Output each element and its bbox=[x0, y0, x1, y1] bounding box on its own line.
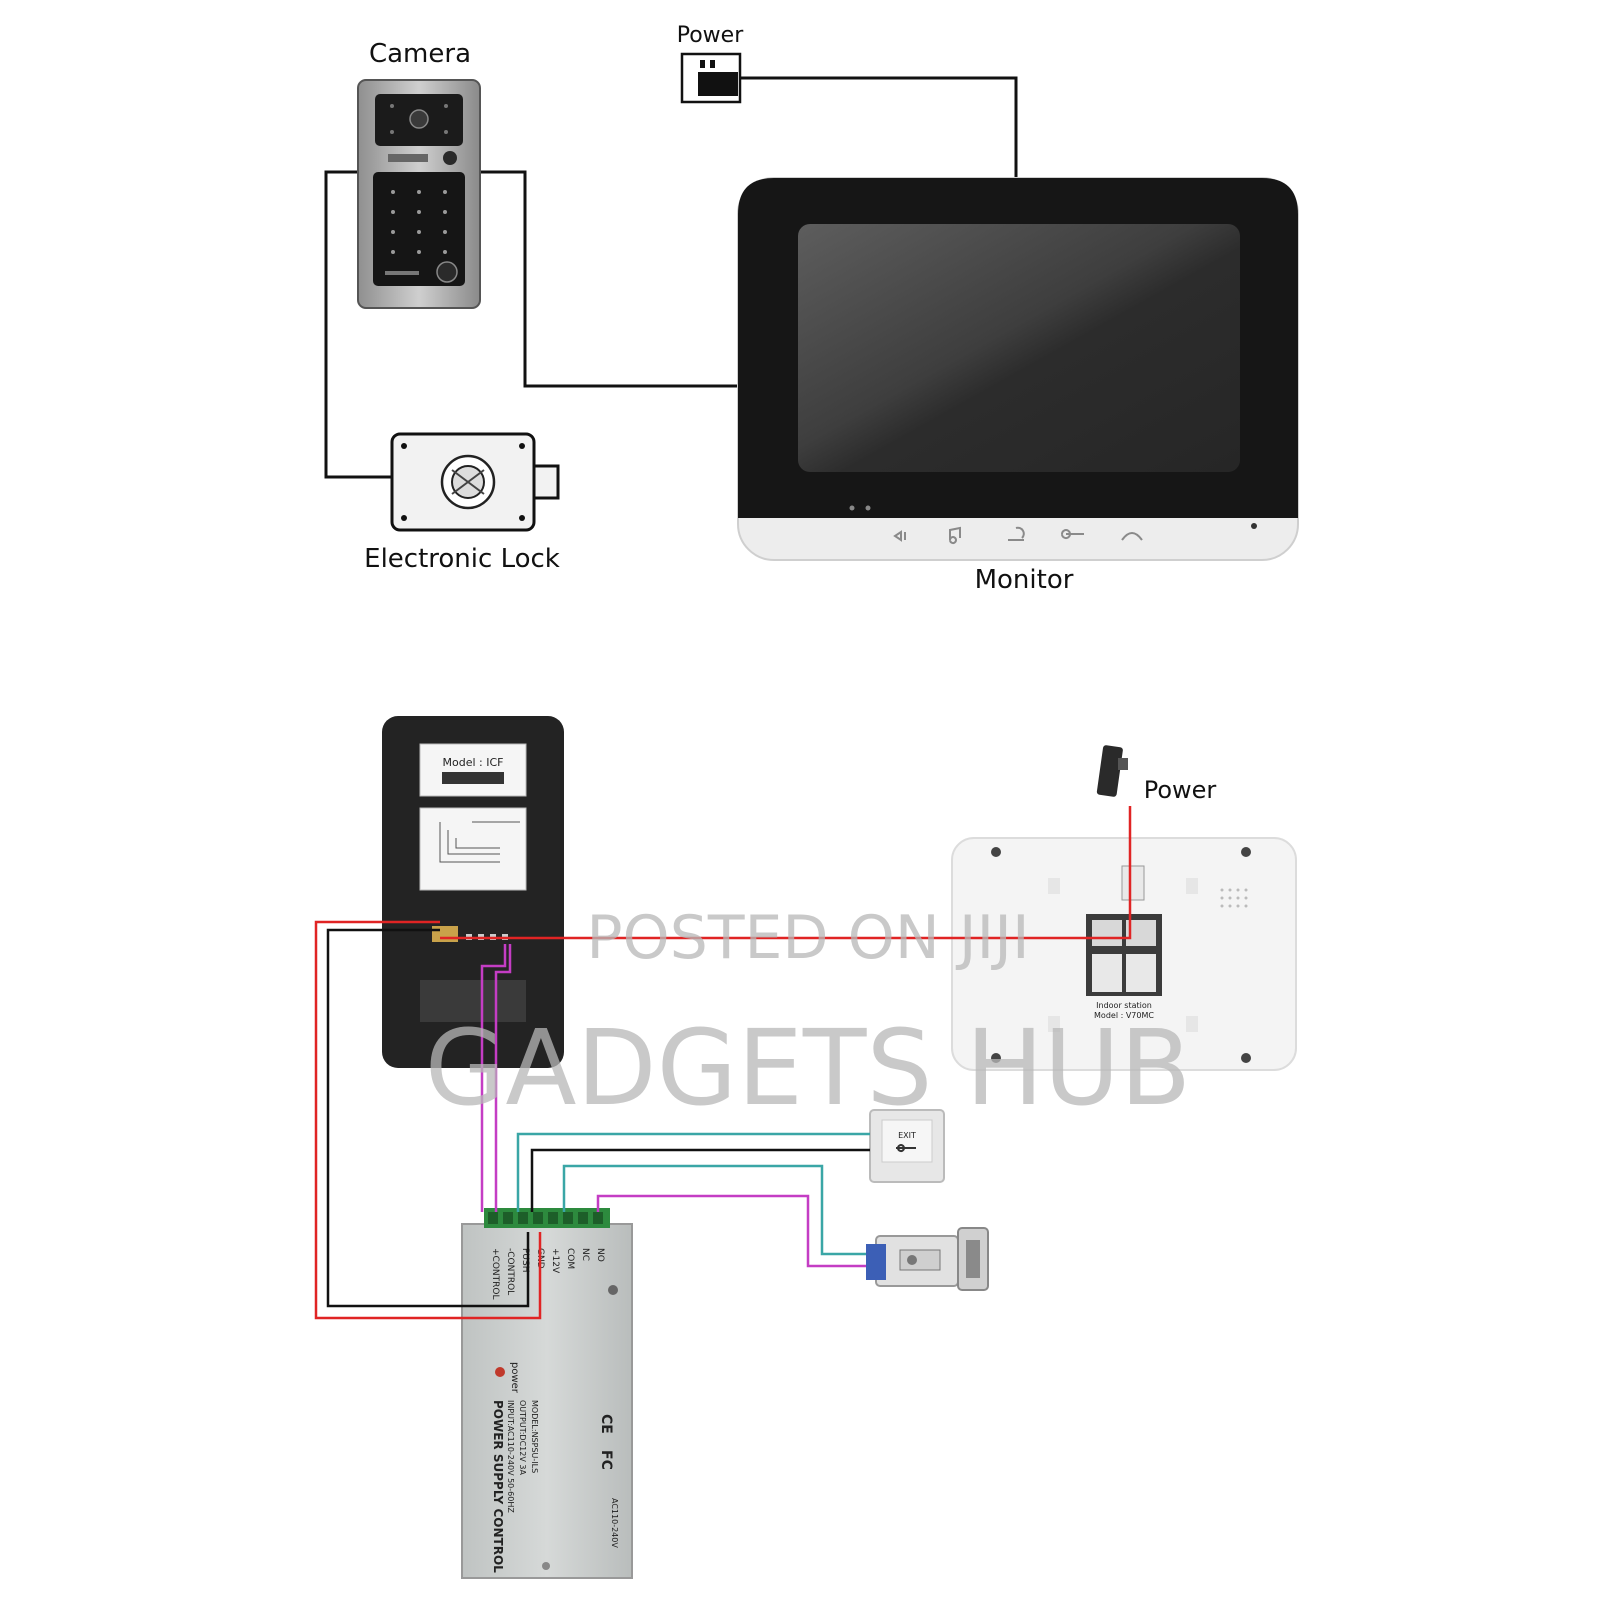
exit-button-text: EXIT bbox=[898, 1131, 916, 1140]
camera-label: Camera bbox=[369, 39, 471, 69]
psu-fc-mark: FC bbox=[598, 1450, 614, 1470]
keypad bbox=[373, 172, 465, 286]
bottom-wires bbox=[314, 806, 1132, 1320]
psu-title: POWER SUPPLY CONTROL bbox=[491, 1400, 505, 1573]
camera-lens-icon bbox=[409, 109, 429, 129]
hangup-icon bbox=[1121, 532, 1143, 541]
electronic-lock-label: Electronic Lock bbox=[364, 544, 560, 574]
wire-outdoor-to-indoor-red bbox=[440, 806, 1132, 940]
wire-camera-to-monitor bbox=[480, 170, 738, 388]
speaker-grille-icon bbox=[1220, 888, 1248, 908]
monitor-label: Monitor bbox=[975, 565, 1074, 595]
terminal-diagram-sticker bbox=[419, 807, 527, 891]
music-icon bbox=[949, 526, 961, 545]
monitor-screen bbox=[798, 224, 1240, 472]
wire-teal-lock bbox=[562, 1164, 866, 1256]
exit-button-device: EXIT bbox=[869, 1109, 945, 1183]
key-icon bbox=[1061, 529, 1084, 540]
psu-terminal-strip bbox=[484, 1208, 610, 1228]
electronic-lock-unit bbox=[390, 432, 560, 532]
speaker-icon bbox=[893, 530, 906, 542]
monitor-unit bbox=[737, 177, 1299, 561]
wire-camera-to-lock bbox=[324, 170, 392, 479]
wire-magenta-outdoor-to-psu bbox=[480, 944, 507, 1212]
wire-black-outdoor-to-psu bbox=[326, 928, 530, 1308]
exit-key-icon bbox=[896, 1144, 916, 1153]
electric-lock-device bbox=[866, 1227, 989, 1291]
psu-spec-2: MODEL:NSPSU-ILS bbox=[530, 1400, 539, 1473]
wire-teal-exit-button bbox=[516, 1132, 870, 1212]
top-wires bbox=[324, 76, 1018, 479]
power-label-bottom: Power bbox=[1144, 776, 1217, 804]
bottom-diagram: Model : ICF Power bbox=[314, 716, 1297, 1579]
power-supply-controller: +CONTROL -CONTROL PUSH GND +12V COM NC N… bbox=[461, 1208, 633, 1579]
psu-power-led bbox=[495, 1367, 505, 1377]
power-adapter-bottom-icon bbox=[1096, 745, 1128, 797]
outdoor-unit-rear: Model : ICF bbox=[382, 716, 564, 1068]
watermark-line1: POSTED ON JIJI bbox=[586, 903, 1029, 973]
wire-power-to-monitor bbox=[740, 76, 1018, 178]
barcode-icon bbox=[442, 772, 504, 784]
wire-magenta-outdoor-to-psu-2 bbox=[494, 944, 512, 1212]
wire-black-exit-button bbox=[530, 1148, 870, 1212]
unlock-icon bbox=[1008, 526, 1025, 541]
power-adapter-icon bbox=[680, 52, 742, 104]
top-diagram: Camera Power bbox=[324, 23, 1299, 595]
psu-terminal-1: -CONTROL bbox=[505, 1248, 515, 1295]
lock-blue-cap bbox=[866, 1244, 886, 1280]
psu-terminal-2: PUSH bbox=[520, 1248, 530, 1273]
terminal-block bbox=[432, 926, 458, 942]
psu-ce-mark: CE bbox=[598, 1414, 614, 1434]
psu-ac-label: AC110-240V bbox=[610, 1498, 619, 1548]
outdoor-model-text: Model : ICF bbox=[443, 756, 504, 769]
psu-power-led-label: power bbox=[509, 1362, 520, 1394]
psu-indicator-icon bbox=[608, 1285, 618, 1295]
wire-red-outdoor-to-psu bbox=[314, 920, 542, 1320]
psu-terminal-5: COM bbox=[565, 1248, 575, 1269]
call-button-icon bbox=[443, 151, 457, 165]
power-label-top: Power bbox=[677, 23, 744, 48]
camera-unit bbox=[357, 79, 481, 309]
wire-magenta-lock bbox=[596, 1194, 866, 1268]
indoor-sticker-model: Model : V70MC bbox=[1094, 1011, 1154, 1020]
psu-terminal-6: NC bbox=[580, 1248, 590, 1261]
psu-terminal-7: NO bbox=[595, 1248, 605, 1262]
psu-spec-1: OUTPUT:DC12V 3A bbox=[518, 1400, 527, 1475]
watermark-line2: GADGETS HUB bbox=[425, 1007, 1191, 1129]
indoor-monitor-rear: Indoor station Model : V70MC bbox=[951, 837, 1297, 1071]
watermark: POSTED ON JIJI GADGETS HUB bbox=[425, 903, 1191, 1129]
psu-terminal-0: +CONTROL bbox=[490, 1248, 500, 1300]
indoor-sticker-title: Indoor station bbox=[1096, 1001, 1152, 1010]
fingerprint-icon bbox=[436, 261, 458, 283]
psu-spec-0: INPUT:AC110-240V 50-60HZ bbox=[506, 1400, 515, 1513]
psu-terminal-4: +12V bbox=[550, 1248, 560, 1274]
